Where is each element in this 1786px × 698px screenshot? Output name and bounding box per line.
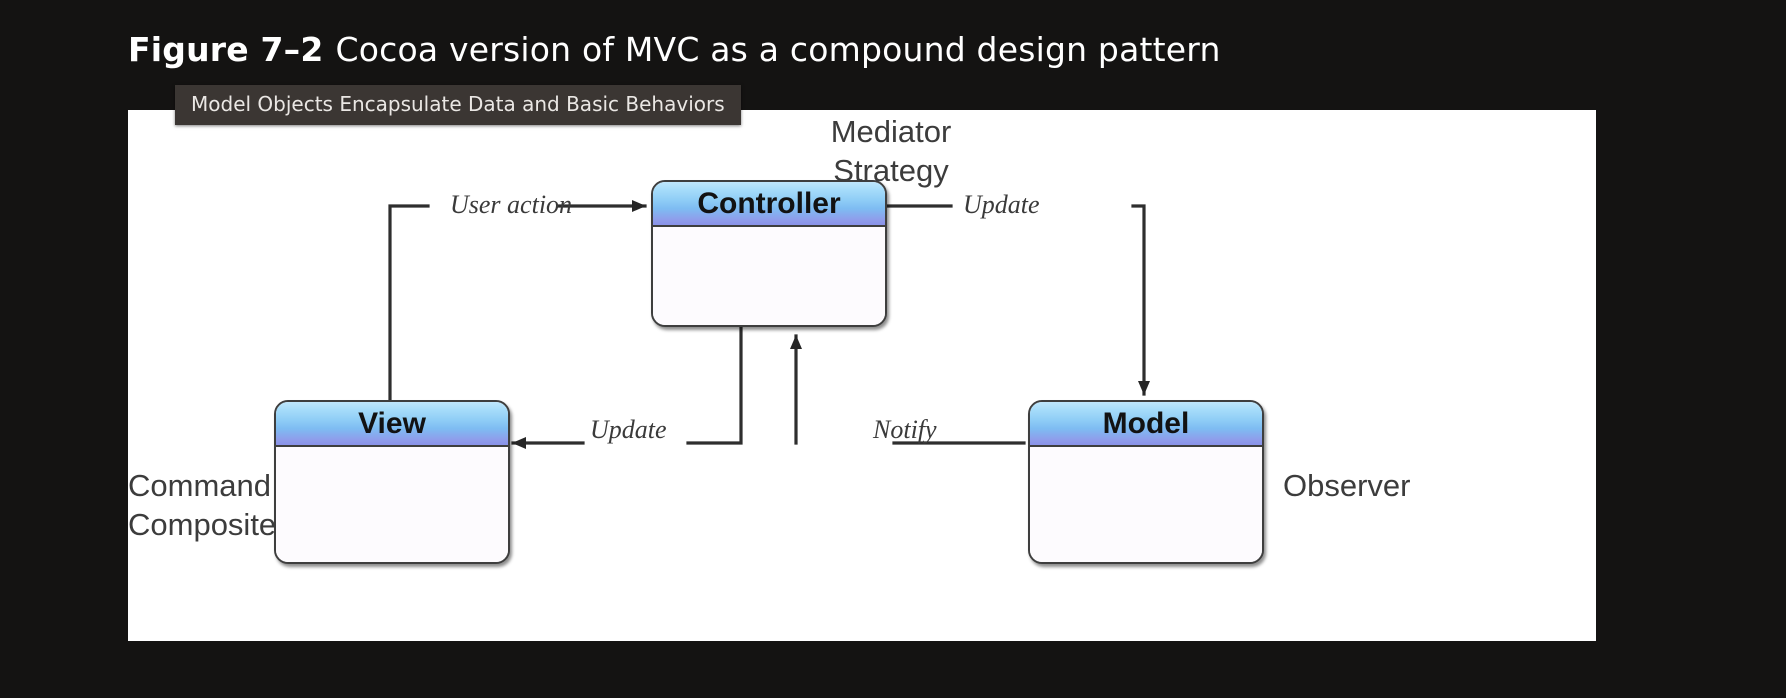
box-controller-title: Controller [653,182,885,227]
box-model[interactable]: Model [1028,400,1264,564]
figure-number: Figure 7–2 [128,30,324,69]
box-view-title: View [276,402,508,447]
pattern-label-mediator-strategy: Mediator Strategy [791,112,991,190]
figure-caption: Figure 7–2 Cocoa version of MVC as a comp… [128,30,1221,69]
figure-title: Cocoa version of MVC as a compound desig… [335,30,1221,69]
edge-label-user-action: User action [450,190,573,219]
box-model-body [1030,447,1262,562]
pattern-label-mediator: Mediator [830,114,952,149]
edge-label-update-view: Update [590,415,667,444]
tooltip: Model Objects Encapsulate Data and Basic… [175,85,741,125]
box-view-body [276,447,508,562]
box-model-title: Model [1030,402,1262,447]
box-view[interactable]: View [274,400,510,564]
edge-label-update-model: Update [963,190,1040,219]
pattern-label-command-composite: Command Composite [128,466,276,544]
connector-user-action [388,204,430,402]
pattern-label-command: Command [128,468,271,503]
connector-update-view [686,323,743,445]
diagram-panel: Controller View Model Mediator Strategy … [128,110,1596,641]
pattern-label-composite: Composite [128,507,277,542]
box-controller[interactable]: Controller [651,180,887,327]
edge-label-notify: Notify [873,415,937,444]
connector-update-model-2 [1131,204,1150,396]
pattern-label-observer: Observer [1283,468,1411,503]
box-controller-body [653,227,885,325]
diagram-connectors [388,200,1150,449]
pattern-label-strategy: Strategy [833,153,949,188]
